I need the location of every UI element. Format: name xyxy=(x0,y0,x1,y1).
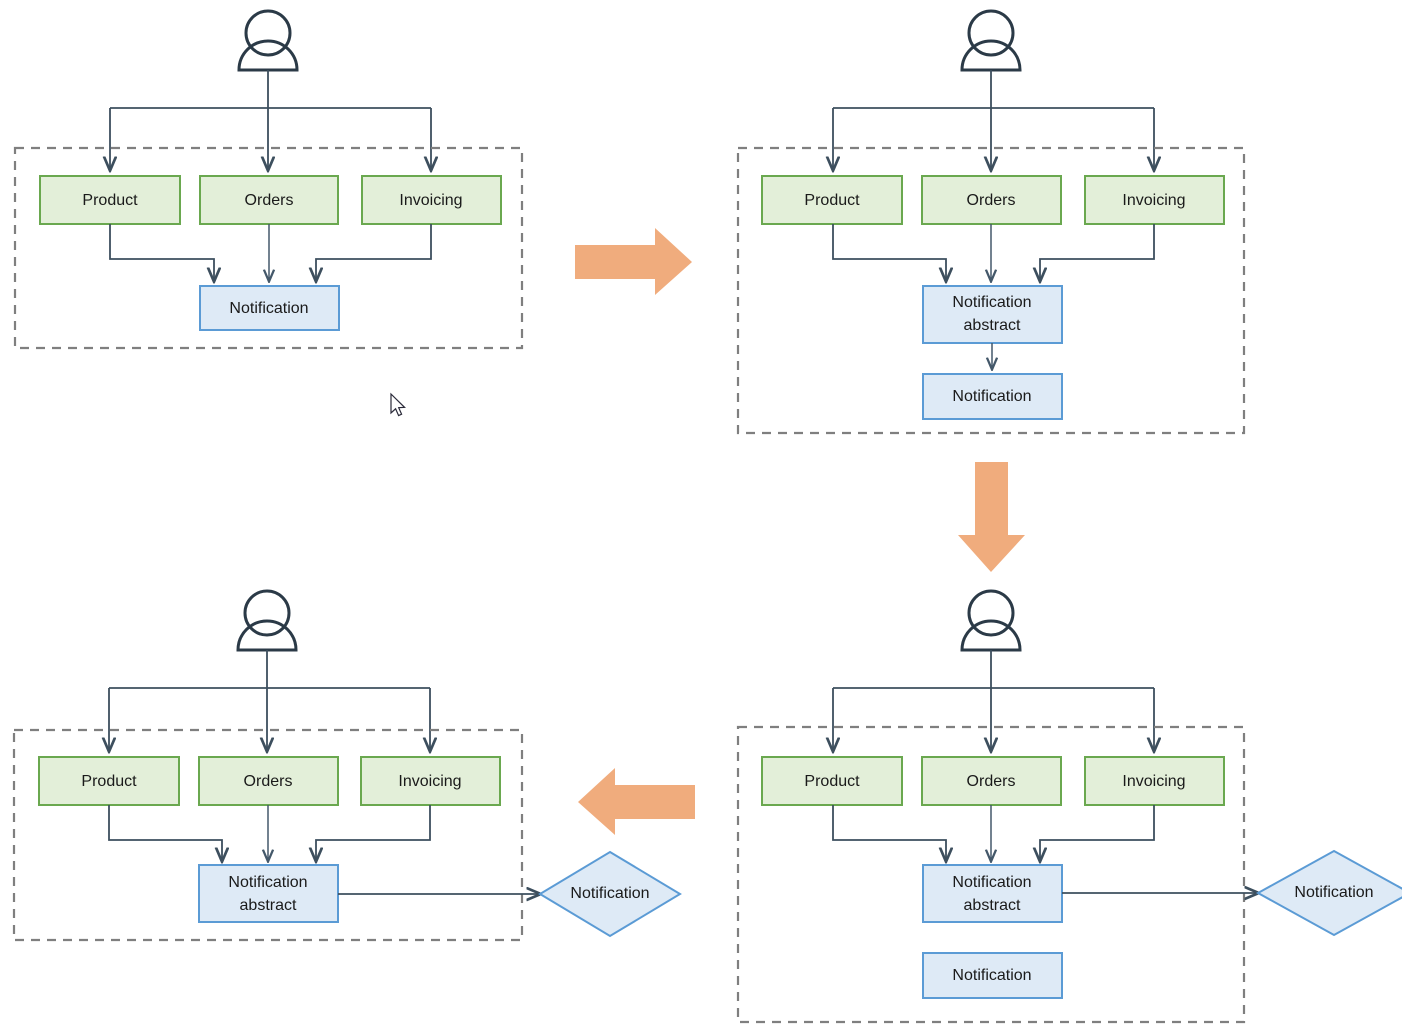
component-label-notification-abstract-line2: abstract xyxy=(240,897,297,914)
service-label-invoicing: Invoicing xyxy=(1122,773,1185,790)
component-box-notification[interactable] xyxy=(922,373,1063,420)
component-label-notification-abstract-line1: Notification xyxy=(228,874,307,891)
service-box-product[interactable] xyxy=(761,756,903,806)
service-label-product: Product xyxy=(804,192,860,209)
service-label-orders: Orders xyxy=(244,773,293,790)
service-label-orders: Orders xyxy=(245,192,294,209)
system-boundary xyxy=(736,146,1246,435)
flow-arrow-left xyxy=(578,768,695,835)
edge-product-notification-abstract xyxy=(832,224,946,281)
component-label-notification-abstract-line1: Notification xyxy=(952,874,1031,891)
service-label-invoicing: Invoicing xyxy=(1122,192,1185,209)
user-icon xyxy=(960,9,1022,72)
service-box-orders[interactable] xyxy=(921,175,1062,225)
external-diamond-notification[interactable] xyxy=(1255,849,1402,937)
panel-step-2: Product Orders Invoicing Notification ab… xyxy=(736,9,1246,435)
component-box-notification[interactable] xyxy=(199,285,340,331)
edge-product-notification xyxy=(109,224,214,281)
edge-invoicing-notification-abstract xyxy=(316,805,431,861)
panel-step-3: Product Orders Invoicing Notification ab… xyxy=(736,589,1402,1024)
edge-invoicing-notification-abstract xyxy=(1040,805,1155,861)
service-box-invoicing[interactable] xyxy=(361,175,502,225)
service-label-invoicing: Invoicing xyxy=(399,192,462,209)
edge-product-notification-abstract xyxy=(832,805,946,861)
component-label-notification: Notification xyxy=(952,388,1031,405)
system-boundary xyxy=(13,146,524,350)
component-box-notification-abstract[interactable] xyxy=(922,864,1063,923)
service-box-orders[interactable] xyxy=(199,175,339,225)
service-box-product[interactable] xyxy=(761,175,903,225)
service-box-product[interactable] xyxy=(38,756,180,806)
user-icon xyxy=(236,589,298,652)
service-label-product: Product xyxy=(82,192,138,209)
component-label-notification-abstract-line2: abstract xyxy=(964,317,1021,334)
service-label-orders: Orders xyxy=(967,773,1016,790)
edge-invoicing-notification-abstract xyxy=(1040,224,1155,281)
component-box-notification-abstract[interactable] xyxy=(922,285,1063,344)
edge-invoicing-notification xyxy=(316,224,432,281)
component-label-notification: Notification xyxy=(229,300,308,317)
edge-product-notification-abstract xyxy=(108,805,222,861)
service-box-invoicing[interactable] xyxy=(360,756,501,806)
user-icon xyxy=(237,9,299,72)
panel-step-1: Product Orders Invoicing Notification xyxy=(13,9,524,350)
component-label-notification-abstract-line1: Notification xyxy=(952,294,1031,311)
service-box-invoicing[interactable] xyxy=(1084,175,1225,225)
component-label-notification: Notification xyxy=(952,967,1031,984)
service-label-product: Product xyxy=(81,773,137,790)
panel-step-4: Product Orders Invoicing Notification ab… xyxy=(12,589,682,942)
external-diamond-notification[interactable] xyxy=(538,850,682,938)
service-label-product: Product xyxy=(804,773,860,790)
external-label-notification: Notification xyxy=(570,885,649,902)
component-label-notification-abstract-line2: abstract xyxy=(964,897,1021,914)
service-label-invoicing: Invoicing xyxy=(398,773,461,790)
component-box-notification[interactable] xyxy=(922,952,1063,999)
flow-arrow-down xyxy=(958,462,1025,572)
external-label-notification: Notification xyxy=(1294,884,1373,901)
mouse-pointer-icon xyxy=(390,392,406,417)
service-label-orders: Orders xyxy=(967,192,1016,209)
user-icon xyxy=(960,589,1022,652)
service-box-orders[interactable] xyxy=(921,756,1062,806)
system-boundary xyxy=(12,728,524,942)
component-box-notification-abstract[interactable] xyxy=(198,864,339,923)
flow-arrow-right xyxy=(575,228,692,295)
